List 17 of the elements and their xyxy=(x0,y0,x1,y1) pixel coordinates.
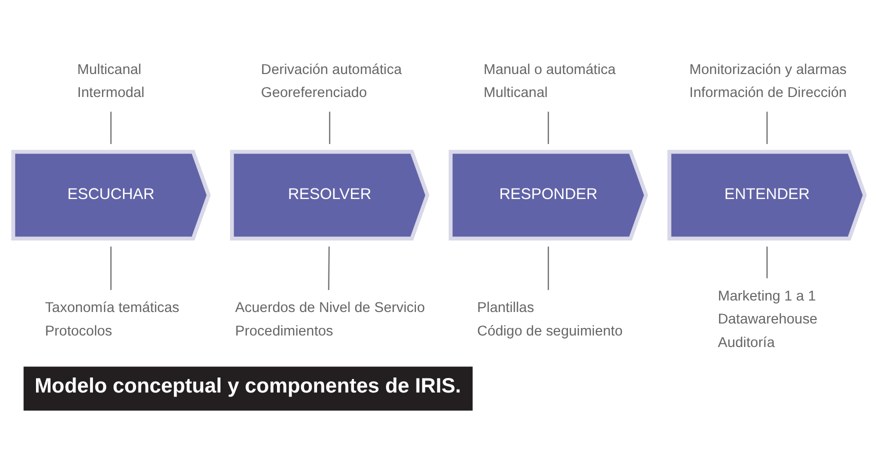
connector xyxy=(110,246,112,290)
node-text: Acuerdos de Nivel de Servicio Procedimientos xyxy=(235,300,425,340)
connector xyxy=(766,112,768,144)
caption: Modelo conceptual y componentes de IRIS. xyxy=(34,374,462,398)
node-text: Marketing 1 a 1 Datawarehouse Auditoría xyxy=(718,288,818,351)
node-text: Plantillas Código de seguimiento xyxy=(477,300,623,340)
connector xyxy=(766,246,768,278)
connector xyxy=(328,246,330,290)
connector xyxy=(329,112,330,144)
connector xyxy=(548,112,549,144)
connector xyxy=(110,112,112,144)
node-text: Derivación automática Georeferenciado xyxy=(261,62,402,102)
node-text: Taxonomía temáticas Protocolos xyxy=(44,300,180,340)
connector xyxy=(548,246,549,290)
node-text: Manual o automática Multicanal xyxy=(484,62,616,102)
node-text: Monitorización y alarmas Información de Dirección xyxy=(689,62,847,102)
node-text: Multicanal Intermodal xyxy=(77,62,144,102)
